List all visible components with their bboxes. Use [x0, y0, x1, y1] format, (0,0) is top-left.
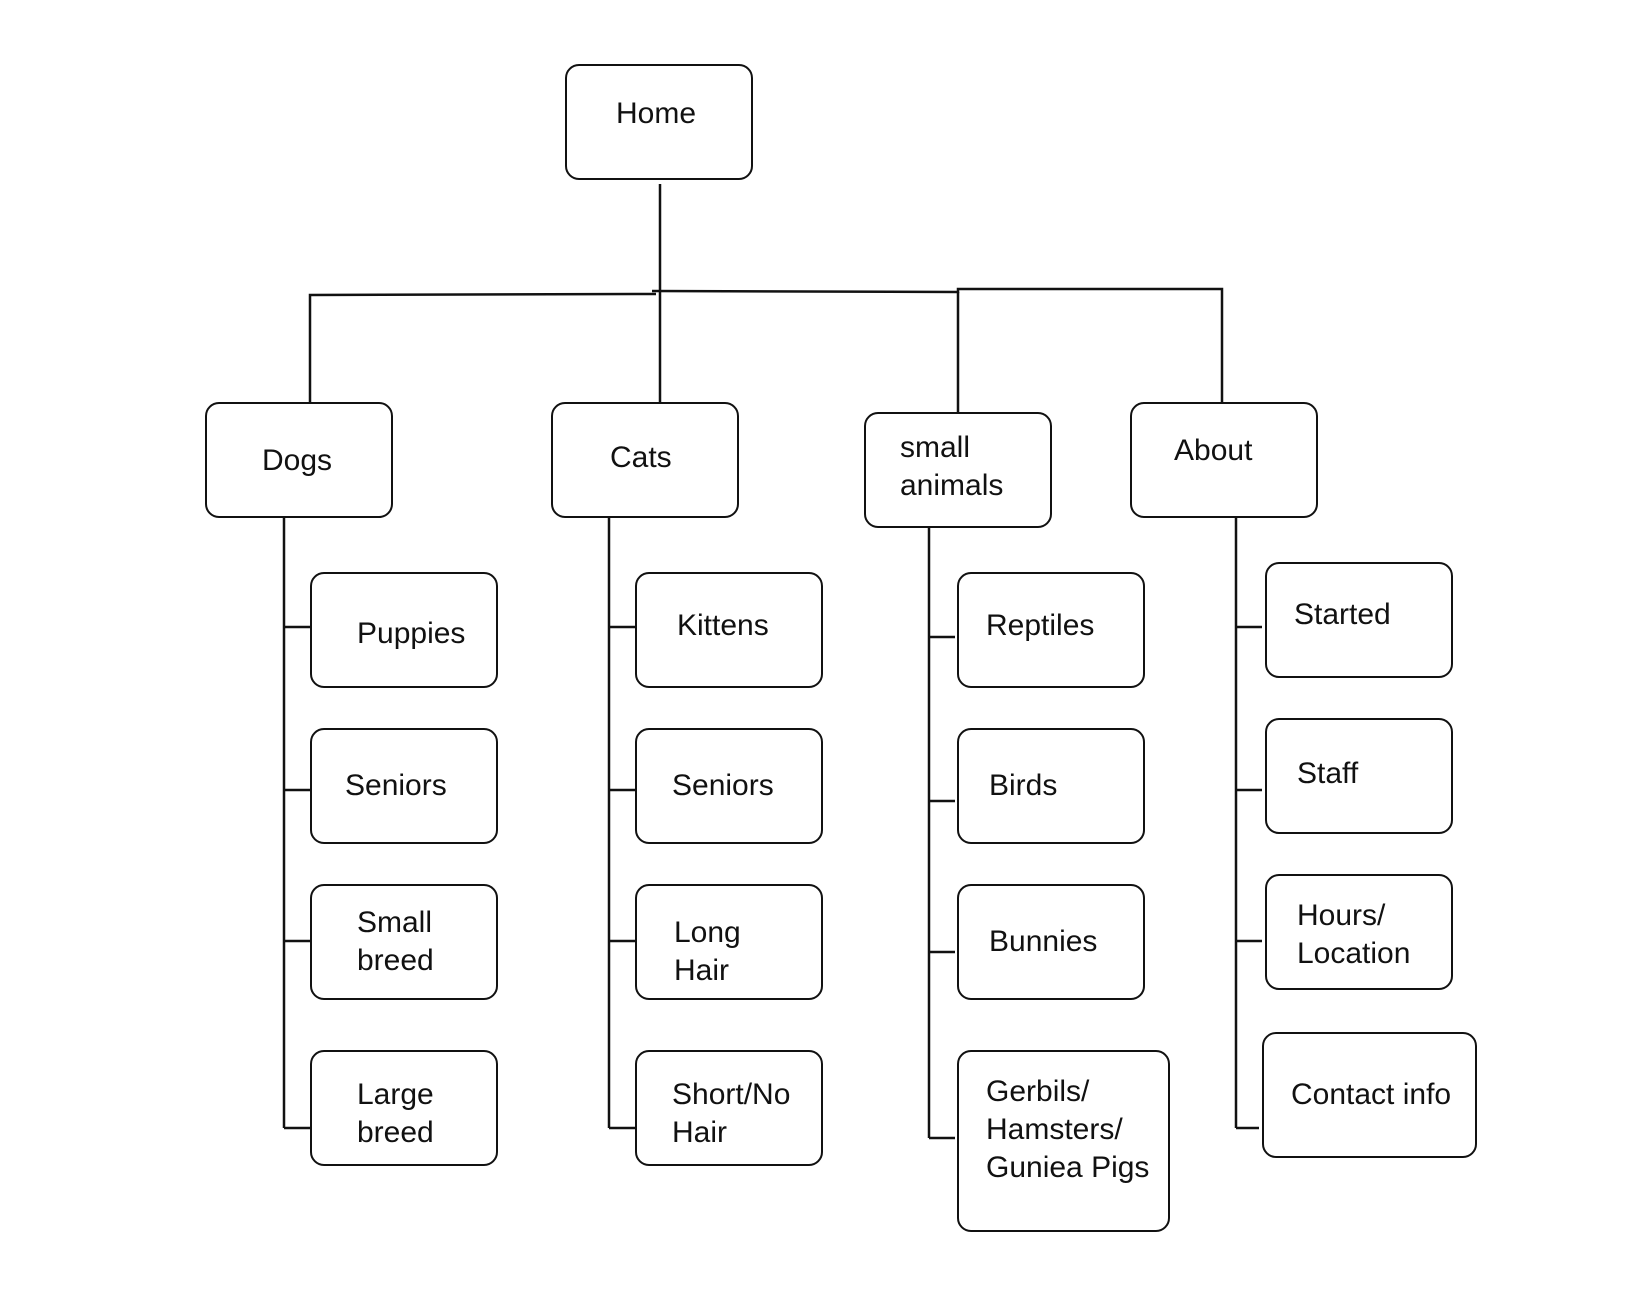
cats-child-label: Kittens: [677, 609, 769, 642]
dogs-node: Dogs: [205, 402, 393, 518]
about-child-label: Staff: [1297, 757, 1359, 790]
home-node: Home: [565, 64, 753, 180]
dogs-child-label: Seniors: [345, 769, 447, 802]
small-animals-label: small animals: [900, 431, 1004, 502]
small-animals-child-node: Bunnies: [957, 884, 1145, 1000]
bus-line-left: [308, 292, 657, 402]
small-animals-node: small animals: [864, 412, 1052, 528]
cats-label: Cats: [610, 441, 672, 474]
about-child-node: Hours/ Location: [1265, 874, 1453, 990]
dogs-child-node: Large breed: [310, 1050, 498, 1166]
cats-child-label: Seniors: [672, 769, 774, 802]
cats-child-node: Short/No Hair: [635, 1050, 823, 1166]
dogs-child-label: Small breed: [357, 906, 434, 977]
cats-child-node: Seniors: [635, 728, 823, 844]
dogs-child-node: Seniors: [310, 728, 498, 844]
cats-child-label: Short/No Hair: [672, 1078, 791, 1149]
about-label: About: [1174, 434, 1253, 467]
small-animals-child-label: Reptiles: [986, 609, 1095, 642]
cats-node: Cats: [551, 402, 739, 518]
small-animals-child-label: Bunnies: [989, 925, 1098, 958]
about-child-node: Started: [1265, 562, 1453, 678]
dogs-child-node: Puppies: [310, 572, 498, 688]
dogs-label: Dogs: [262, 444, 333, 477]
cats-child-label: Long Hair: [674, 916, 741, 987]
about-child-node: Staff: [1265, 718, 1453, 834]
small-animals-child-label: Gerbils/ Hamsters/ Guniea Pigs: [986, 1075, 1150, 1184]
dogs-child-node: Small breed: [310, 884, 498, 1000]
about-child-label: Contact info: [1291, 1078, 1452, 1111]
small-animals-child-node: Reptiles: [957, 572, 1145, 688]
about-child-label: Started: [1294, 598, 1391, 631]
about-child-node: Contact info: [1262, 1032, 1477, 1158]
about-node: About: [1130, 402, 1318, 518]
cats-child-node: Long Hair: [635, 884, 823, 1000]
about-child-label: Hours/ Location: [1297, 899, 1411, 970]
dogs-child-label: Large breed: [357, 1078, 434, 1149]
home-label: Home: [616, 97, 697, 130]
dogs-child-label: Puppies: [357, 617, 466, 650]
cats-child-node: Kittens: [635, 572, 823, 688]
small-animals-child-label: Birds: [989, 769, 1058, 802]
small-animals-child-node: Gerbils/ Hamsters/ Guniea Pigs: [957, 1050, 1170, 1232]
bus-line-right: [651, 287, 1224, 402]
small-animals-child-node: Birds: [957, 728, 1145, 844]
